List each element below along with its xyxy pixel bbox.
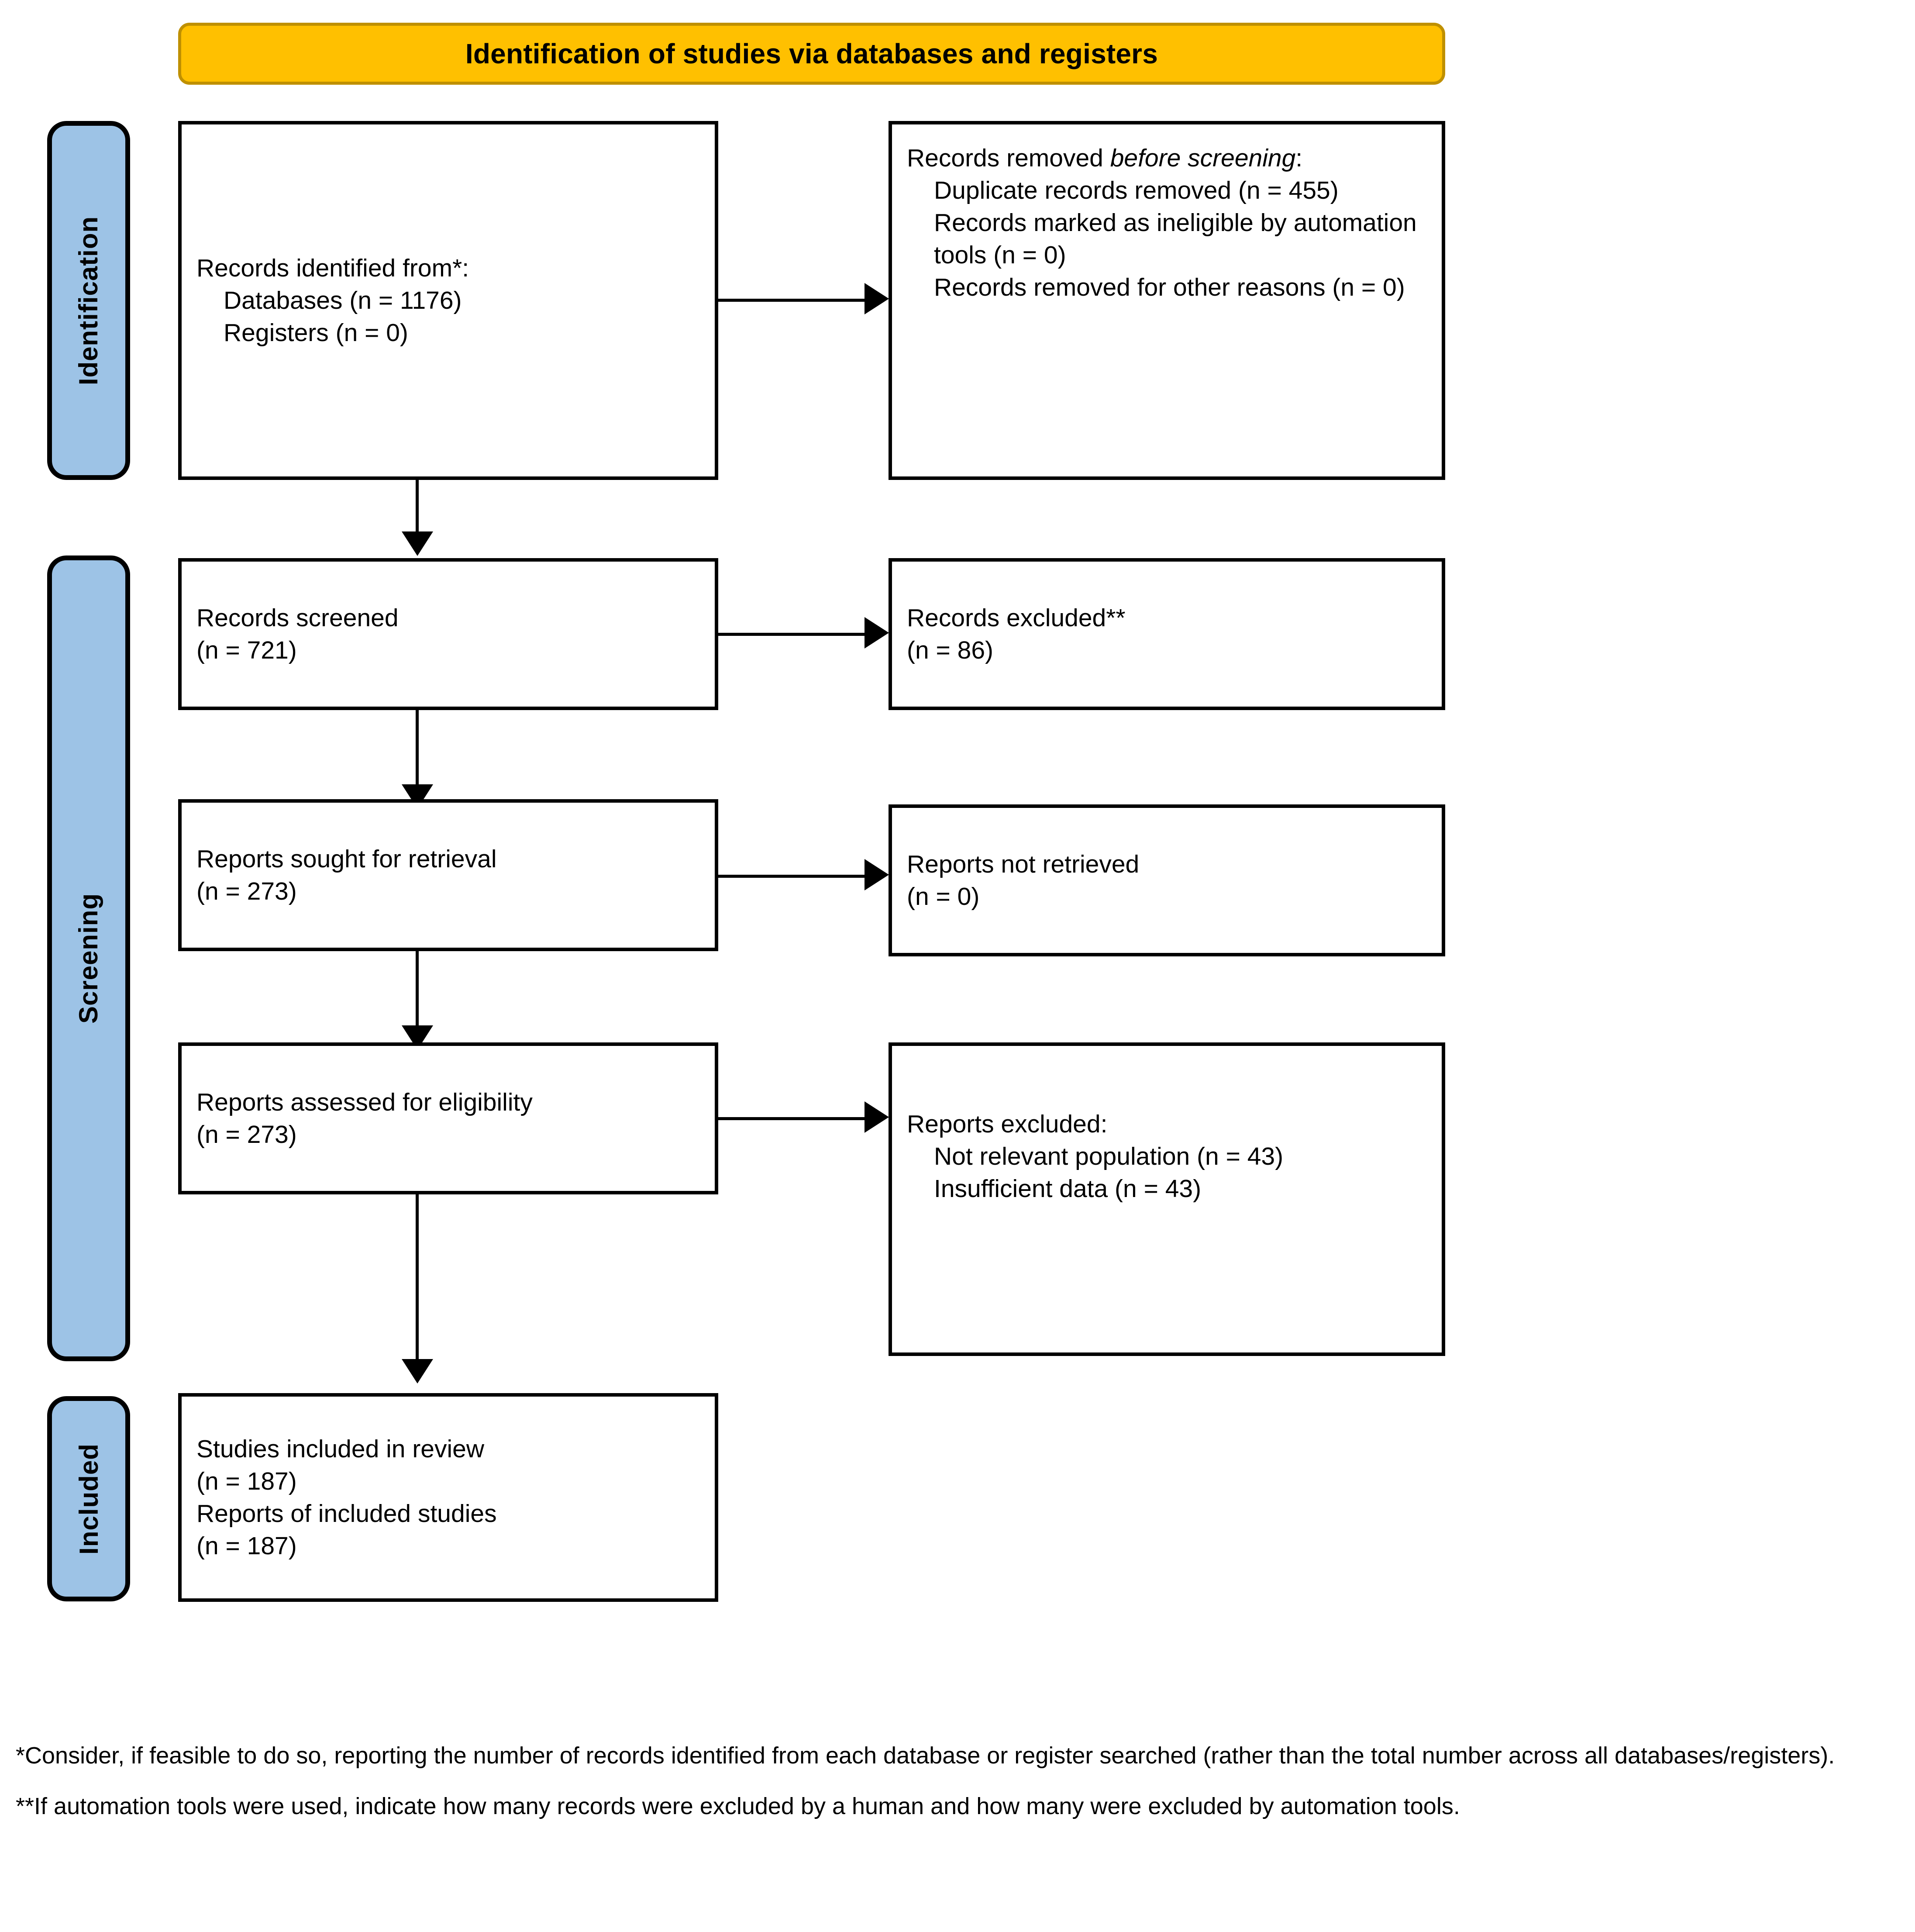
reports-excluded-line-1: Reports excluded: [907, 1110, 1108, 1138]
records-identified-line-1: Records identified from*: [196, 254, 469, 282]
reports-sought-line-2: (n = 273) [196, 877, 297, 905]
records-removed-italic: before screening [1110, 144, 1296, 172]
stage-label-identification: Identification [47, 121, 130, 480]
reports-not-retrieved-line-2: (n = 0) [907, 883, 980, 911]
reports-excluded-line-3: Insufficient data (n = 43) [934, 1175, 1202, 1203]
stage-label-included-text: Included [74, 1443, 103, 1555]
studies-included-line-4: (n = 187) [196, 1532, 297, 1560]
diagram-header-banner: Identification of studies via databases … [178, 23, 1445, 85]
reports-assessed-line-1: Reports assessed for eligibility [196, 1088, 533, 1116]
box-records-screened: Records screened (n = 721) [178, 558, 718, 710]
records-screened-line-2: (n = 721) [196, 636, 297, 664]
records-excluded-line-2: (n = 86) [907, 636, 994, 664]
connector-assessed-to-excluded [718, 1117, 865, 1120]
reports-sought-line-1: Reports sought for retrieval [196, 845, 497, 873]
records-removed-line-4: Records removed for other reasons (n = 0… [934, 273, 1405, 302]
arrowhead-assessed-to-included [402, 1359, 433, 1383]
reports-excluded-line-2: Not relevant population (n = 43) [934, 1142, 1284, 1171]
connector-assessed-to-included [416, 1194, 419, 1359]
diagram-title: Identification of studies via databases … [465, 38, 1158, 69]
box-records-excluded: Records excluded** (n = 86) [889, 558, 1445, 710]
records-removed-prefix: Records removed [907, 144, 1110, 172]
footnote-single-asterisk: *Consider, if feasible to do so, reporti… [16, 1742, 1835, 1769]
connector-identified-to-removed [718, 299, 865, 302]
box-records-identified: Records identified from*: Databases (n =… [178, 121, 718, 480]
box-studies-included: Studies included in review (n = 187) Rep… [178, 1393, 718, 1602]
connector-identified-to-screened [416, 480, 419, 531]
footnote-double-asterisk: **If automation tools were used, indicat… [16, 1793, 1460, 1820]
arrowhead-identified-to-removed [865, 283, 889, 314]
box-reports-not-retrieved: Reports not retrieved (n = 0) [889, 804, 1445, 956]
records-removed-line-3: Records marked as ineligible by automati… [934, 209, 1424, 269]
connector-sought-to-assessed [416, 951, 419, 1025]
box-reports-excluded: Reports excluded: Not relevant populatio… [889, 1042, 1445, 1356]
records-identified-line-2: Databases (n = 1176) [224, 286, 462, 314]
stage-label-identification-text: Identification [74, 216, 103, 385]
stage-label-screening: Screening [47, 555, 130, 1361]
arrowhead-sought-to-not-retrieved [865, 859, 889, 890]
connector-screened-to-excluded [718, 633, 865, 636]
records-identified-line-3: Registers (n = 0) [224, 319, 408, 347]
reports-assessed-line-2: (n = 273) [196, 1121, 297, 1149]
studies-included-line-2: (n = 187) [196, 1467, 297, 1495]
arrowhead-identified-to-screened [402, 531, 433, 556]
stage-label-screening-text: Screening [74, 893, 103, 1024]
records-removed-line-2: Duplicate records removed (n = 455) [934, 176, 1339, 205]
records-removed-line-1: Records removed before screening: [907, 142, 1427, 174]
arrowhead-screened-to-excluded [865, 617, 889, 649]
stage-label-included: Included [47, 1396, 130, 1601]
records-excluded-line-1: Records excluded** [907, 604, 1126, 632]
box-reports-assessed: Reports assessed for eligibility (n = 27… [178, 1042, 718, 1194]
footnotes-section: *Consider, if feasible to do so, reporti… [16, 1740, 1898, 1842]
box-records-removed: Records removed before screening: Duplic… [889, 121, 1445, 480]
box-reports-sought: Reports sought for retrieval (n = 273) [178, 799, 718, 951]
records-removed-suffix: : [1295, 144, 1303, 172]
arrowhead-assessed-to-excluded [865, 1101, 889, 1133]
connector-sought-to-not-retrieved [718, 875, 865, 878]
connector-screened-to-sought [416, 710, 419, 784]
studies-included-line-3: Reports of included studies [196, 1500, 497, 1528]
reports-not-retrieved-line-1: Reports not retrieved [907, 850, 1140, 878]
studies-included-line-1: Studies included in review [196, 1435, 485, 1463]
records-screened-line-1: Records screened [196, 604, 399, 632]
